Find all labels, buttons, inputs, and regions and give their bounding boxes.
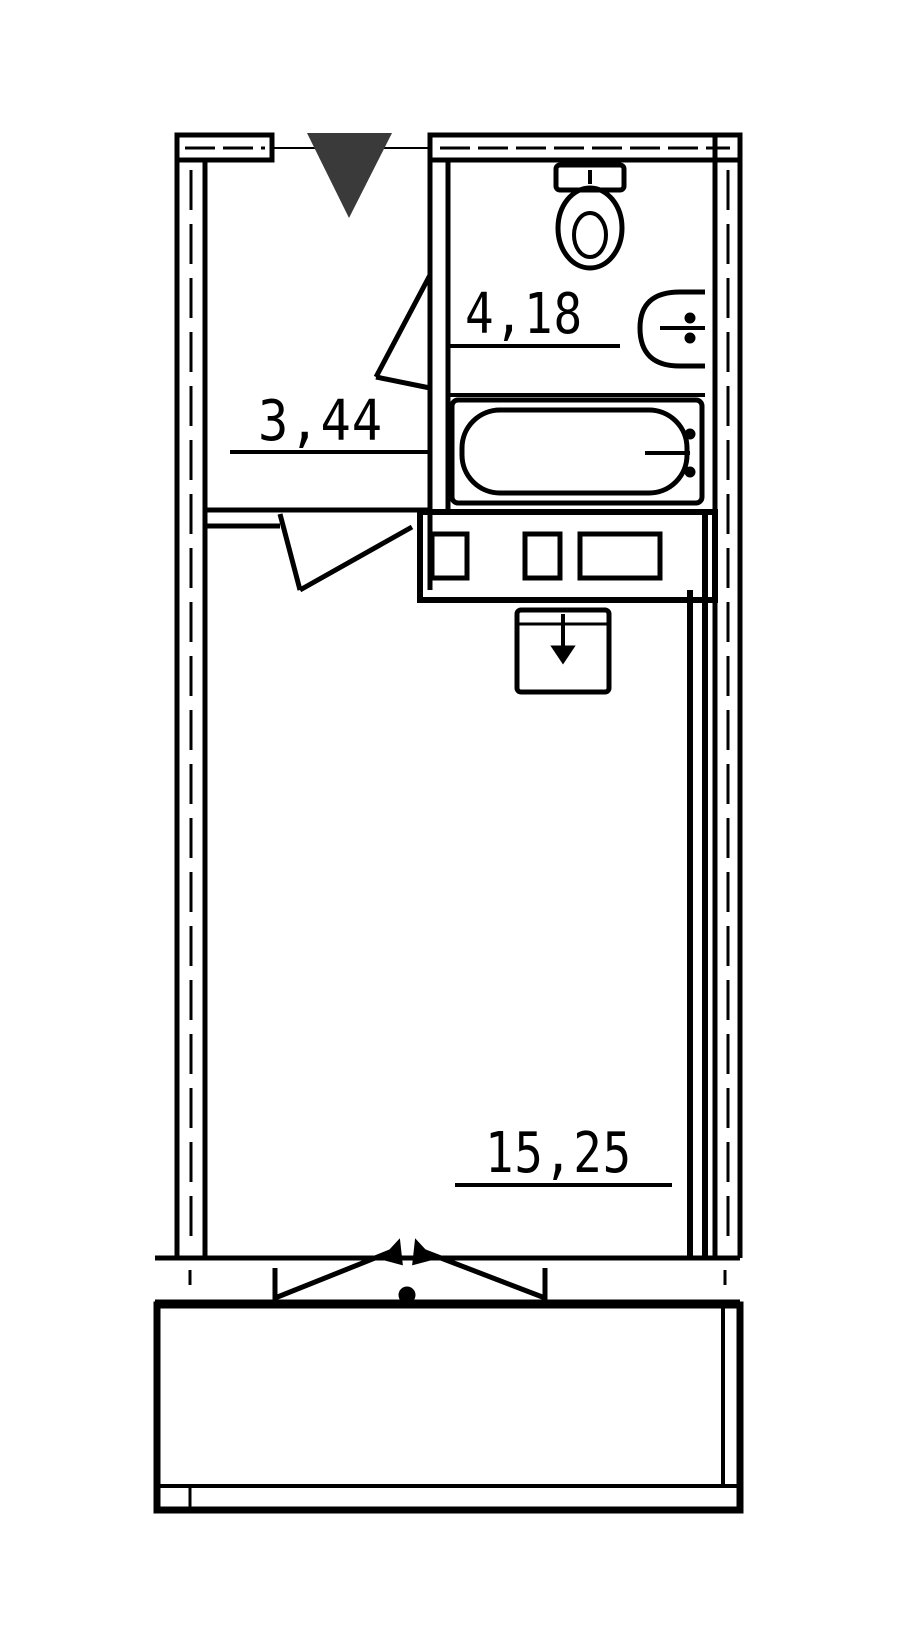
bathroom-door-icon: [373, 273, 433, 391]
interior-walls: [205, 160, 718, 1258]
doors: [277, 273, 433, 593]
area-label-bathroom: 4,18: [465, 282, 583, 347]
bathtub-icon: [449, 397, 705, 506]
entrance-marker-icon: [307, 133, 392, 218]
kitchen-sink-icon: [514, 607, 612, 695]
room-bathroom: 4,18: [448, 282, 620, 348]
room-hall: 3,44: [230, 389, 428, 454]
washbasin-icon: [637, 289, 705, 369]
area-label-hall: 3,44: [258, 389, 383, 454]
outer-walls: [174, 132, 743, 1258]
toilet-icon: [553, 162, 627, 271]
living-room-door-icon: [277, 513, 414, 593]
balcony-door-icon: [272, 1238, 548, 1304]
area-label-living-room: 15,25: [485, 1121, 632, 1186]
balcony: [153, 1255, 744, 1514]
room-living-room: 15,25: [455, 1121, 672, 1187]
